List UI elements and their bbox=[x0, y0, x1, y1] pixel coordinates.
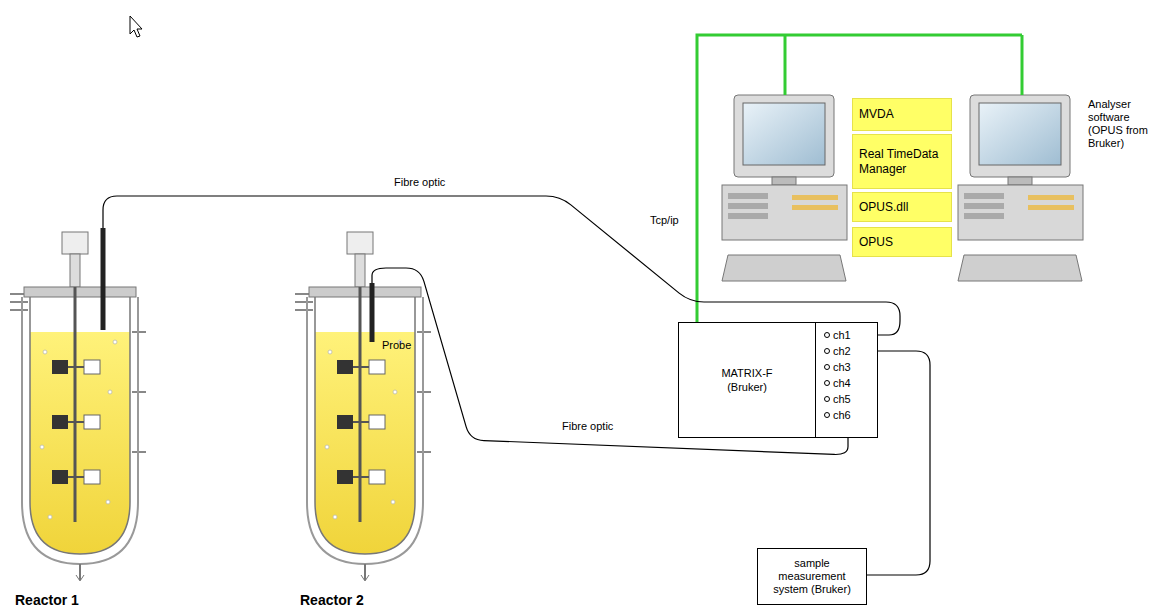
channel-port bbox=[824, 396, 830, 402]
probe bbox=[370, 283, 375, 342]
channel-port bbox=[824, 332, 830, 338]
computer bbox=[958, 95, 1083, 281]
software-box: MVDA bbox=[852, 98, 952, 131]
channel-label: ch1 bbox=[833, 329, 851, 341]
channel-label: ch3 bbox=[833, 361, 851, 373]
software-label: OPUS.dll bbox=[859, 200, 908, 215]
software-note: Analyser software (OPUS from Bruker) bbox=[1088, 98, 1154, 150]
spectrometer-box: MATRIX-F (Bruker) bbox=[678, 322, 816, 438]
protocol-label: Tcp/ip bbox=[650, 214, 694, 227]
reactor-label: Reactor 2 bbox=[300, 592, 364, 608]
software-box: OPUS.dll bbox=[852, 192, 952, 222]
software-label: MVDA bbox=[859, 107, 894, 122]
software-box: OPUS bbox=[852, 227, 952, 257]
reactor-vessel bbox=[295, 232, 431, 581]
part-label: Probe bbox=[382, 339, 432, 352]
box-label: MATRIX-F (Bruker) bbox=[712, 366, 782, 394]
channel-port bbox=[824, 348, 830, 354]
process-box: sample measurement system (Bruker) bbox=[757, 548, 867, 605]
channel-row: ch2 bbox=[824, 343, 877, 359]
channel-label: ch4 bbox=[833, 377, 851, 389]
computer bbox=[722, 95, 847, 281]
cursor-icon bbox=[130, 16, 142, 37]
box-label: sample measurement system (Bruker) bbox=[764, 557, 860, 596]
fibre-optic-cable bbox=[103, 196, 900, 335]
software-label: OPUS bbox=[859, 235, 893, 250]
channel-port bbox=[824, 380, 830, 386]
channel-row: ch5 bbox=[824, 391, 877, 407]
channel-row: ch4 bbox=[824, 375, 877, 391]
channel-label: ch5 bbox=[833, 393, 851, 405]
edge-label: Fibre optic bbox=[392, 176, 447, 188]
reactor: Reactor 2 bbox=[290, 283, 445, 608]
fibre-optic-cable bbox=[372, 268, 848, 454]
network-line bbox=[697, 35, 1022, 322]
channel-label: ch6 bbox=[833, 409, 851, 421]
edge-label: Fibre optic bbox=[560, 420, 615, 432]
channel-label: ch2 bbox=[833, 345, 851, 357]
channel-row: ch1 bbox=[824, 327, 877, 343]
software-box: Real TimeData Manager bbox=[852, 134, 952, 189]
channel-panel: ch1 ch2 ch3 ch4 ch5 ch6 bbox=[815, 322, 878, 438]
reactor: Reactor 1 bbox=[5, 228, 160, 608]
channel-row: ch6 bbox=[824, 407, 877, 423]
channel-port bbox=[824, 364, 830, 370]
software-label: Real TimeData Manager bbox=[859, 147, 945, 177]
channel-port bbox=[824, 412, 830, 418]
channel-row: ch3 bbox=[824, 359, 877, 375]
reactor-vessel bbox=[10, 232, 146, 581]
probe bbox=[101, 228, 106, 330]
reactor-label: Reactor 1 bbox=[15, 592, 79, 608]
